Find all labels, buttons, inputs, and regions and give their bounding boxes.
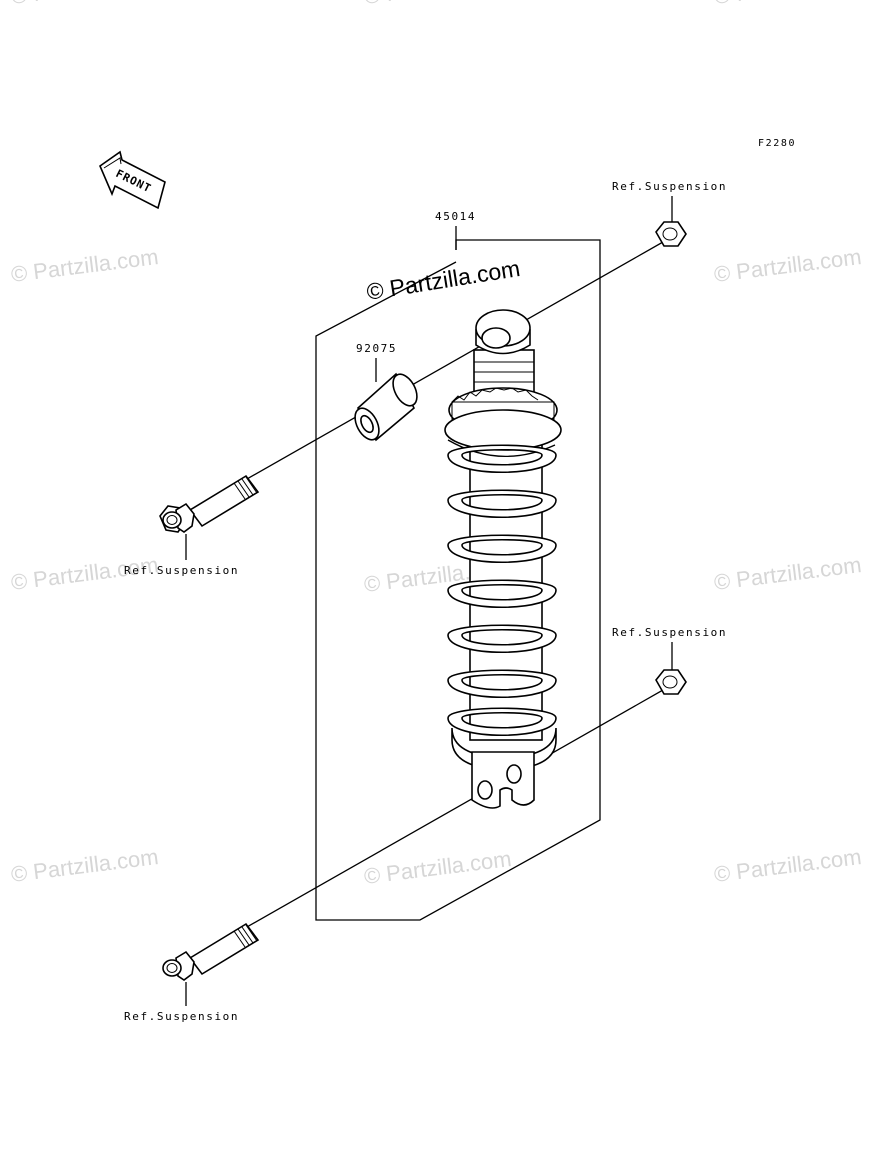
lower-bolt (162, 922, 260, 981)
watermark: © Partzilla.com (713, 244, 863, 287)
lower-nut (655, 669, 687, 695)
lower-axis-line (174, 685, 671, 969)
ref-label-lower-bolt: Ref.Suspension (124, 1010, 239, 1023)
watermark: © Partzilla.com (10, 0, 160, 9)
ref-label-top-nut: Ref.Suspension (612, 180, 727, 193)
diagram-code: F2280 (758, 138, 796, 149)
upper-bolt (159, 474, 260, 533)
top-nut (655, 221, 687, 247)
part-number-92075: 92075 (356, 342, 397, 355)
watermark-group: © Partzilla.com © Partzilla.com © Partzi… (10, 0, 863, 889)
watermark: © Partzilla.com (713, 0, 863, 9)
collar-92075 (354, 372, 418, 442)
watermark: © Partzilla.com (363, 846, 513, 889)
assembly-outline (315, 239, 601, 921)
ref-label-lower-nut: Ref.Suspension (612, 626, 727, 639)
front-arrow-icon: FRONT (99, 150, 166, 210)
watermark: © Partzilla.com (10, 244, 160, 287)
upper-axis-line (174, 237, 671, 521)
watermark: © Partzilla.com (713, 552, 863, 595)
watermark: © Partzilla.com (363, 0, 513, 9)
watermark: © Partzilla.com (10, 844, 160, 887)
watermark: © Partzilla.com (713, 844, 863, 887)
watermark-main: © Partzilla.com (365, 255, 522, 305)
ref-label-upper-bolt: Ref.Suspension (124, 564, 239, 577)
shock-absorber-45014 (444, 309, 562, 809)
part-number-45014: 45014 (435, 210, 476, 223)
